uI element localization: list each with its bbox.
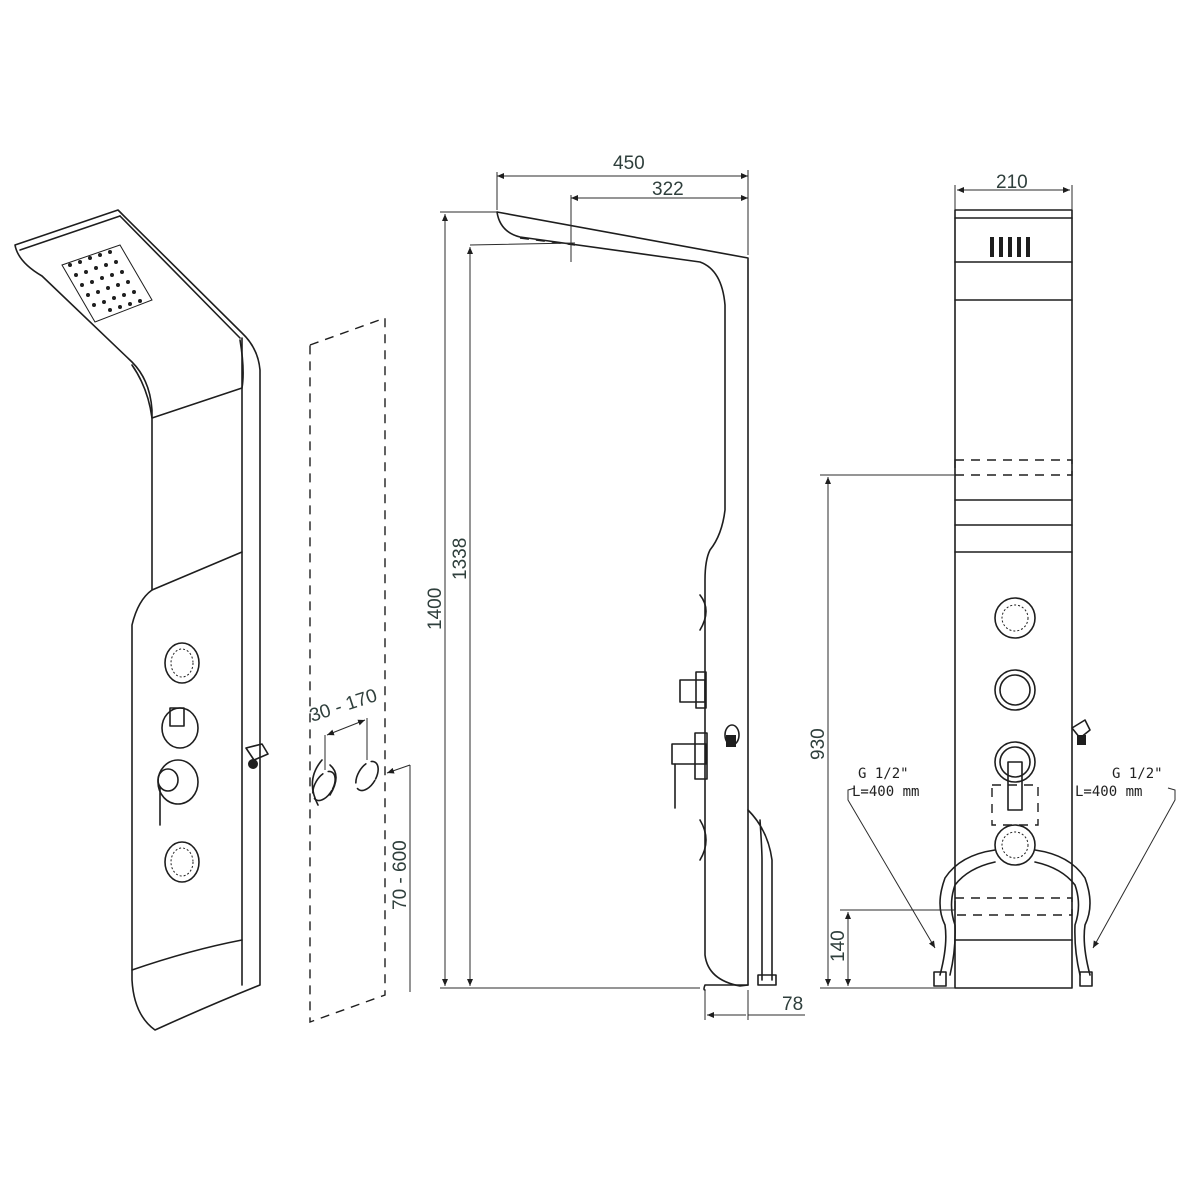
hand-shower-holder-icon	[245, 743, 269, 769]
front-view: 210 930 140 G 1/2" L=400 mm G 1/2" L=400…	[808, 172, 1176, 989]
body-jet-bottom-icon	[164, 841, 200, 883]
front-lever-icon	[991, 741, 1039, 826]
side-knob-icon	[679, 671, 707, 709]
outlet-height-label: 1338	[450, 538, 471, 580]
perspective-view	[14, 209, 269, 1031]
mixer-lever-icon	[157, 759, 199, 826]
side-view: 450 322 1400 1338 78	[425, 153, 805, 1020]
left-thread-label: G 1/2"	[858, 766, 909, 782]
head-outlet-label: 322	[652, 179, 684, 200]
side-holder-icon	[724, 724, 740, 747]
front-knob-icon	[994, 669, 1036, 711]
inlet-spacing-label: 30 - 170	[307, 685, 380, 727]
right-length-label: L=400 mm	[1075, 784, 1142, 800]
installation-template: 30 - 170 70 - 600	[307, 317, 411, 1023]
side-lever-icon	[671, 732, 708, 809]
body-jet-top-icon	[164, 642, 200, 684]
panel-width-label: 210	[996, 172, 1028, 193]
inlet-height-label: 140	[828, 930, 849, 962]
left-length-label: L=400 mm	[852, 784, 919, 800]
total-height-label: 1400	[425, 588, 446, 630]
front-jet-icon	[994, 597, 1036, 639]
panel-depth-label: 78	[782, 994, 803, 1015]
front-jet-bottom-icon	[994, 824, 1036, 866]
front-vent-icon	[990, 237, 1030, 257]
front-holder-icon	[1071, 719, 1091, 745]
head-depth-label: 450	[613, 153, 645, 174]
diverter-knob-icon	[161, 707, 199, 749]
inlet-position-label: 70 - 600	[390, 840, 411, 910]
right-thread-label: G 1/2"	[1112, 766, 1163, 782]
rain-shower-nozzle-grid-icon	[61, 244, 153, 323]
holder-height-label: 930	[808, 728, 829, 760]
